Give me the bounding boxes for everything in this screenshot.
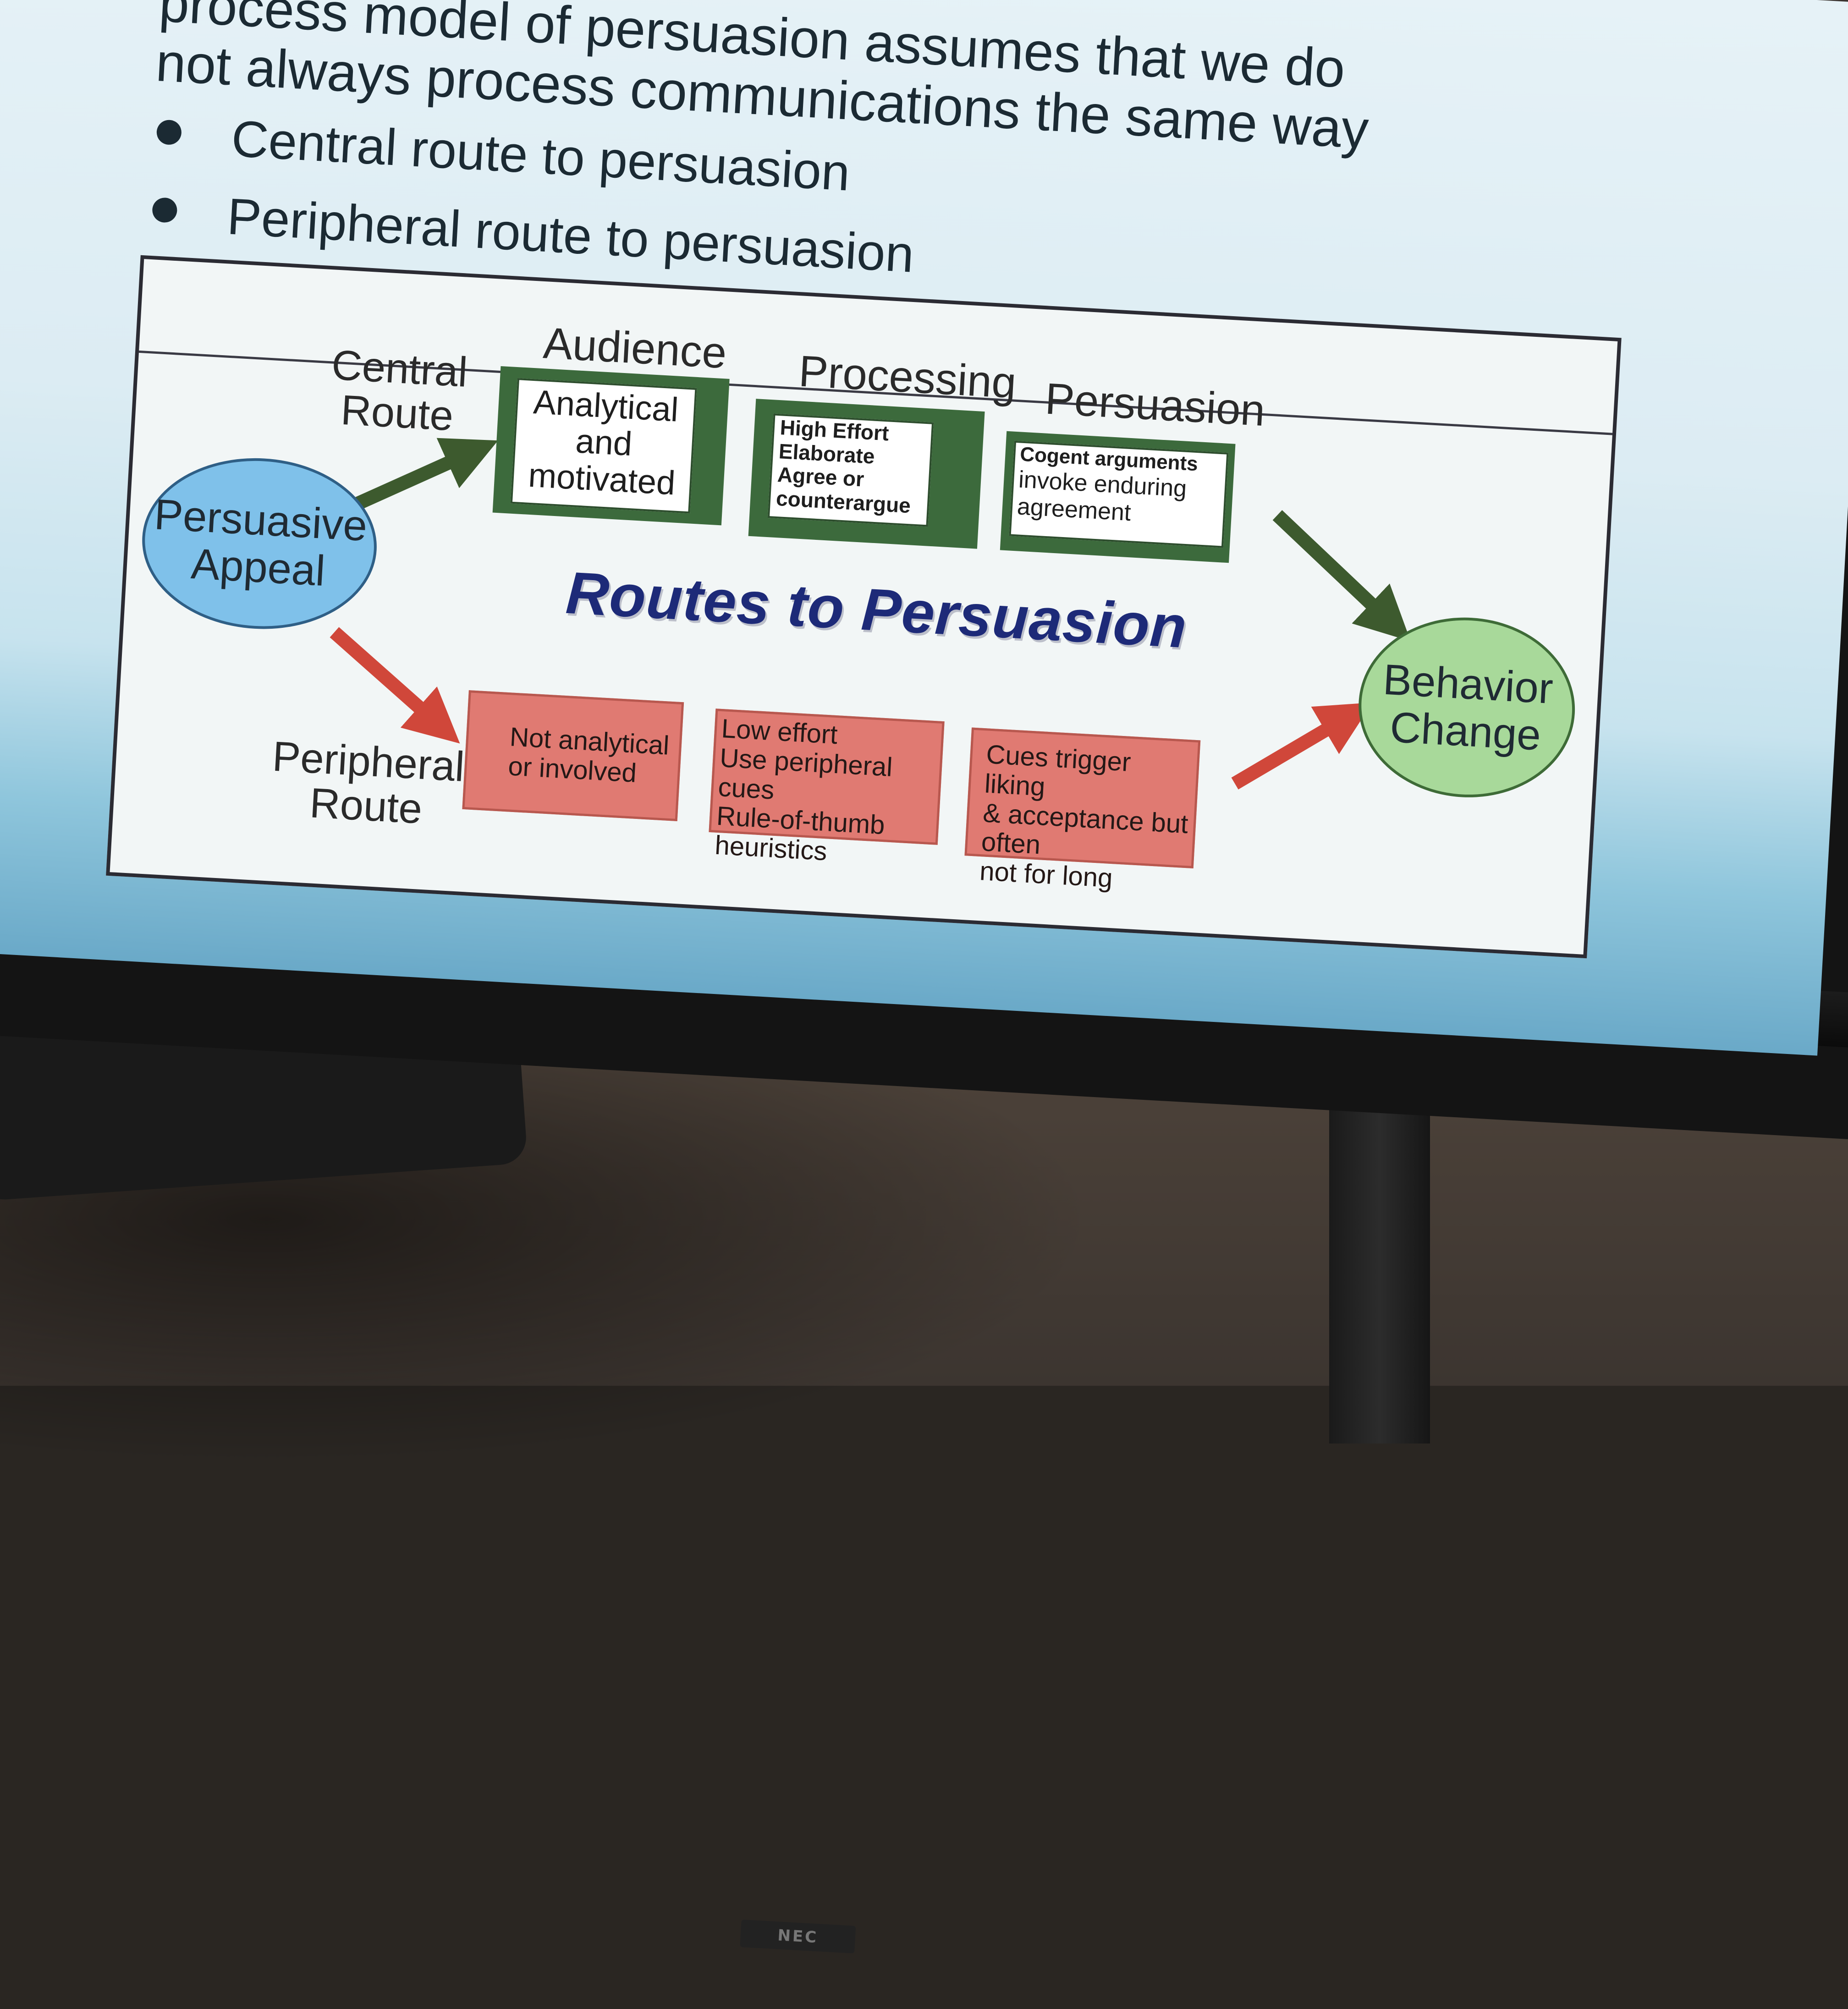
end-node-line: Change [1389, 703, 1542, 759]
peripheral-end-arrow [1231, 702, 1373, 790]
peripheral-route-label: Peripheral Route [246, 733, 489, 835]
peripheral-processing-box: Low effort Use peripheral cues Rule-of-t… [709, 708, 945, 866]
central-persuasion-box: Cogent arguments invoke enduring agreeme… [1000, 431, 1236, 563]
peripheral-persuasion-box: Cues trigger liking & acceptance but oft… [964, 727, 1201, 893]
projected-slide: process model of persuasion assumes that… [0, 0, 1848, 1056]
brand-logo: NEC [740, 1919, 856, 1954]
central-processing-box: High Effort Elaborate Agree or counterar… [748, 399, 985, 549]
central-route-label-line: Route [340, 386, 455, 439]
peripheral-audience-box: Not analytical or involved [462, 690, 684, 822]
central-audience-box: Analytical and motivated [492, 366, 730, 526]
central-route-label: Central Route [318, 341, 478, 439]
central-end-arrow [1272, 510, 1411, 642]
central-start-arrow [343, 438, 498, 516]
route-arrows [330, 438, 1411, 790]
routes-diagram: Audience Processing Persuasion Central R… [106, 255, 1622, 959]
peripheral-start-arrow [330, 627, 460, 744]
bullet-dot-icon [156, 119, 182, 146]
bullet-dot-icon [151, 197, 178, 224]
